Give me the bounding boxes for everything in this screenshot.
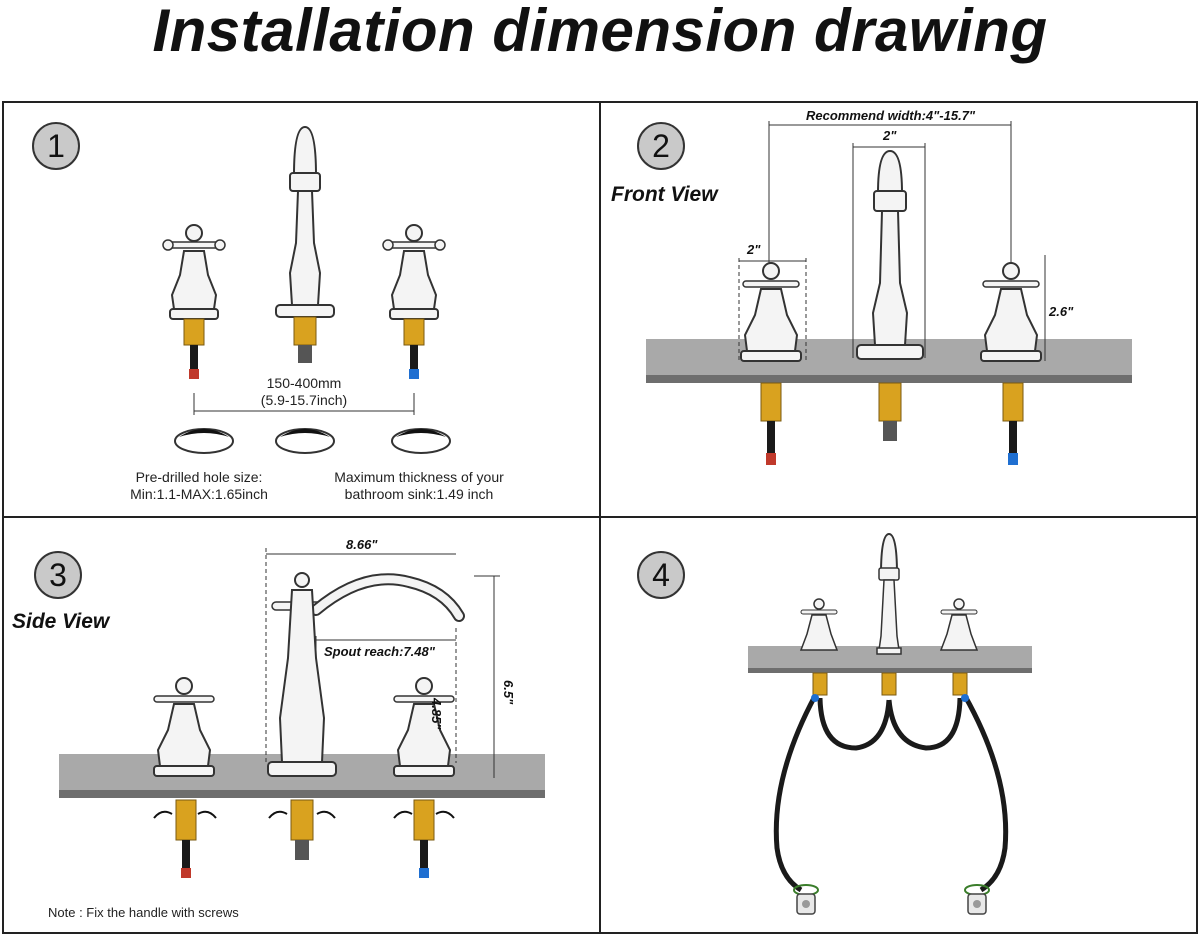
countertop [748, 646, 1032, 668]
step-badge-3: 3 [34, 551, 82, 599]
hoses [773, 694, 1009, 893]
dimension-lines [738, 121, 1046, 361]
left-handle [799, 598, 839, 651]
step-badge-4: 4 [637, 551, 685, 599]
panel-2-front-view: 2 Front View Recommend width:4"-15.7" 2"… [599, 101, 1198, 518]
right-handle [393, 677, 455, 878]
total-height-dimension: 6.5" [501, 680, 516, 705]
wall-connectors [793, 884, 990, 915]
spacing-dimension-line [193, 393, 415, 415]
drilled-holes [174, 428, 451, 454]
fix-handle-note: Note : Fix the handle with screws [48, 905, 239, 920]
spout-width-dimension: 2" [883, 128, 897, 143]
spout [876, 532, 902, 655]
front-view-illustration [646, 121, 1132, 465]
thickness-line1: Maximum thickness of your [334, 469, 504, 485]
step-badge-2: 2 [637, 122, 685, 170]
right-handle [939, 598, 979, 651]
handle-width-dimension: 2" [747, 242, 761, 257]
hole-size-line2: Min:1.1-MAX:1.65inch [130, 486, 268, 502]
hose-connection-illustration [748, 532, 1032, 915]
panel-1-parts-overview: 1 150-400mm (5.9-15.7inch) Pre-drilled h… [2, 101, 601, 518]
spout [275, 125, 335, 363]
handle-height-dimension: 2.6" [1049, 304, 1074, 319]
hole-size-line1: Pre-drilled hole size: [135, 469, 263, 485]
spout [267, 572, 465, 860]
page-title: Installation dimension drawing [152, 0, 1048, 64]
total-reach-dimension: 8.66" [346, 537, 378, 552]
right-handle-valve [382, 224, 446, 379]
side-view-label: Side View [12, 610, 110, 633]
front-view-label: Front View [611, 183, 718, 206]
parts-illustration [162, 125, 451, 454]
thickness-line2: bathroom sink:1.49 inch [344, 486, 494, 502]
recommend-width-dimension: Recommend width:4"-15.7" [806, 108, 976, 123]
spout-height-dimension: 4.85" [429, 698, 444, 730]
spacing-inch-label: (5.9-15.7inch) [260, 392, 348, 408]
spout-reach-dimension: Spout reach:7.48" [324, 644, 435, 659]
left-handle [153, 677, 215, 878]
left-handle [740, 262, 802, 465]
tighten-rotation-arrows [153, 810, 455, 819]
step-badge-1: 1 [32, 122, 80, 170]
panel-4-hose-connection: 4 [599, 516, 1198, 934]
dimension-lines [265, 548, 500, 778]
right-handle [980, 262, 1042, 465]
panel-3-side-view: 3 Side View 8.66" Spout reach:7.48" 4.85… [2, 516, 601, 934]
side-view-illustration [59, 548, 545, 878]
left-handle-valve [162, 224, 226, 379]
spacing-mm-label: 150-400mm [266, 375, 342, 391]
spout [856, 149, 924, 441]
